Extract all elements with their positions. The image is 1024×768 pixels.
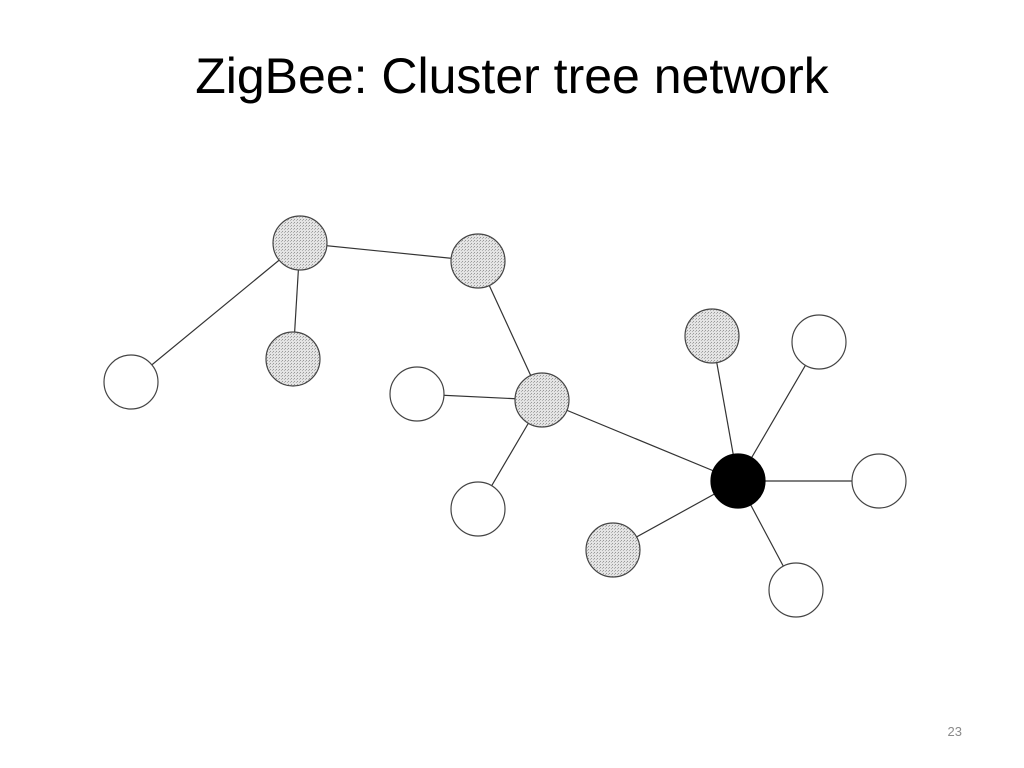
edges-layer — [130, 242, 879, 591]
nodes-layer — [103, 215, 907, 618]
router-node — [684, 308, 740, 364]
coordinator-node — [710, 453, 766, 509]
page-number: 23 — [947, 724, 962, 739]
end-device-node — [450, 481, 506, 537]
slide-title: ZigBee: Cluster tree network — [195, 48, 829, 104]
end-device-node — [768, 562, 824, 618]
edge-n1-n2 — [299, 242, 479, 262]
router-node — [265, 331, 321, 387]
edge-n6-n11 — [541, 399, 739, 482]
edge-n1-n4 — [130, 242, 301, 383]
end-device-node — [791, 314, 847, 370]
router-node — [450, 233, 506, 289]
router-node — [514, 372, 570, 428]
router-node — [272, 215, 328, 271]
end-device-node — [389, 366, 445, 422]
router-node — [585, 522, 641, 578]
end-device-node — [103, 354, 159, 410]
end-device-node — [851, 453, 907, 509]
